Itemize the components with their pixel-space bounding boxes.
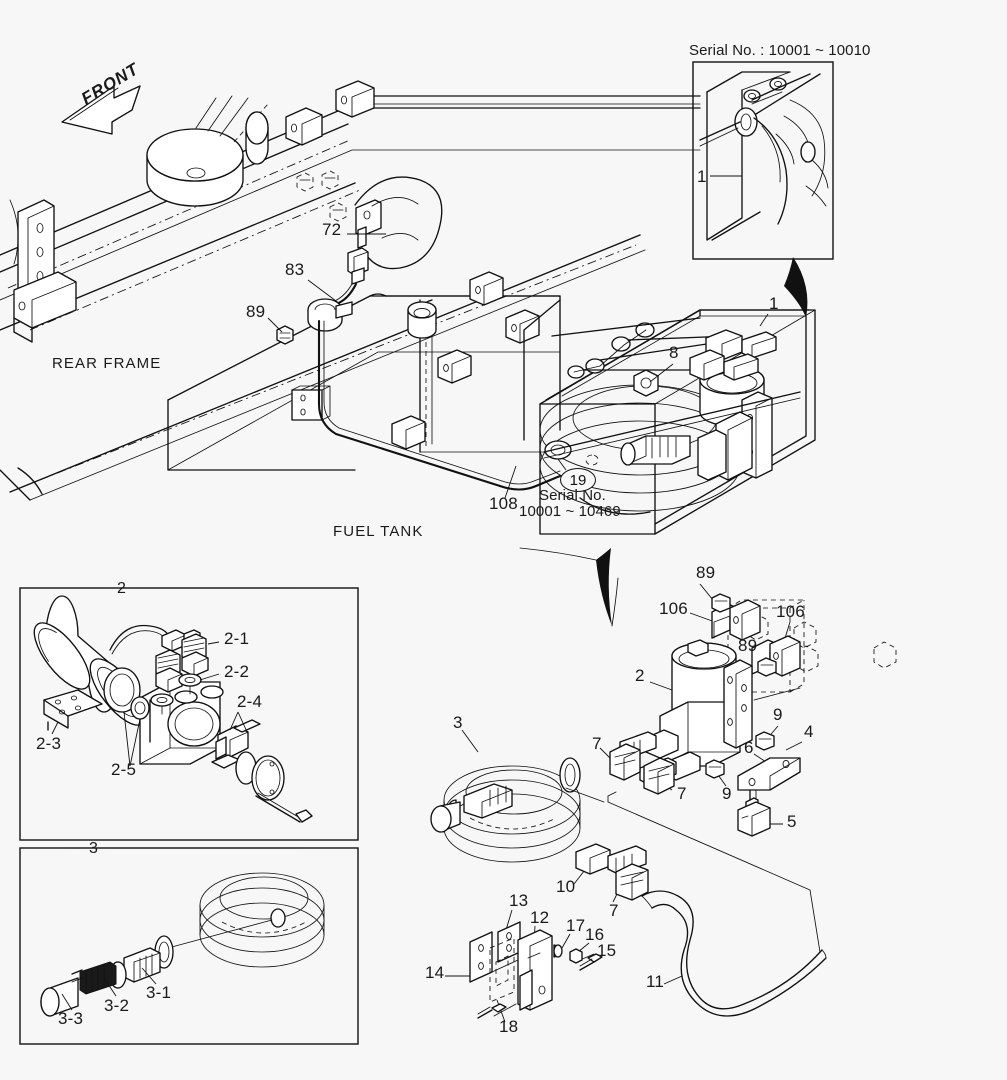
callout-1-tank: 1 [769,294,779,313]
callout-10: 10 [556,877,576,896]
callout-2-pump: 2 [635,666,645,685]
callout-12: 12 [530,908,550,927]
callout-72: 72 [322,220,342,239]
pump-inset-callout-2-5: 2-5 [111,760,137,779]
right-pump-assembly [619,593,897,837]
callout-4: 4 [804,722,814,741]
rear-frame-label: REAR FRAME [52,355,162,372]
callout-5: 5 [787,812,797,831]
callout-18: 18 [499,1017,519,1036]
callout-108: 108 [489,494,518,513]
hose-inset-number: 3 [89,840,98,857]
callout-89-upper: 89 [696,563,716,582]
pump-inset-callout-2-1: 2-1 [224,629,250,648]
callout-7-b: 7 [677,784,687,803]
fuel-tank-body [167,271,561,471]
callout-106-right: 106 [776,602,805,621]
callout-7-a: 7 [592,734,602,753]
serial-note-line2: 10001 ~ 10469 [519,503,621,520]
callout-106-left: 106 [659,599,688,618]
callout-89-frame: 89 [246,302,266,321]
pump-inset-callout-2-4: 2-4 [237,692,263,711]
callout-15: 15 [597,941,617,960]
serial-inset-callout-1: 1 [697,167,707,186]
fuel-tank-label: FUEL TANK [333,523,424,540]
callout-89-lower: 89 [738,636,758,655]
rear-frame-assembly [0,80,701,501]
callout-6: 6 [744,738,754,757]
callout-9-upper: 9 [773,705,783,724]
callout-3-hose: 3 [453,713,463,732]
lower-hose-assembly [430,743,827,1019]
pump-inset-callout-2-3: 2-3 [36,734,62,753]
callout-17: 17 [566,916,586,935]
hose-inset-callout-3-2: 3-2 [104,996,130,1015]
pump-housing-box [523,299,816,535]
pump-inset-contents [33,595,313,823]
callout-14: 14 [425,963,445,982]
serial-inset-caption: Serial No. : 10001 ~ 10010 [689,42,871,59]
callout-9-lower: 9 [722,784,732,803]
hose-inset-callout-3-3: 3-3 [58,1009,84,1028]
pump-inset-number: 2 [117,580,126,597]
callout-83: 83 [285,260,305,279]
callout-8: 8 [669,343,679,362]
hose-inset-callout-3-1: 3-1 [146,983,172,1002]
transition-arrows [519,257,808,627]
callout-11: 11 [646,972,665,991]
callout-7-c: 7 [609,901,619,920]
pump-inset-callout-2-2: 2-2 [224,662,250,681]
front-arrow-shape [61,85,141,135]
serial-note-line1: Serial No. [539,487,606,504]
callout-13: 13 [509,891,529,910]
circled-callout-19: 19 [560,468,596,492]
callout-16: 16 [585,925,605,944]
hose-inset-contents [40,872,325,1017]
serial-inset-contents [699,71,829,241]
